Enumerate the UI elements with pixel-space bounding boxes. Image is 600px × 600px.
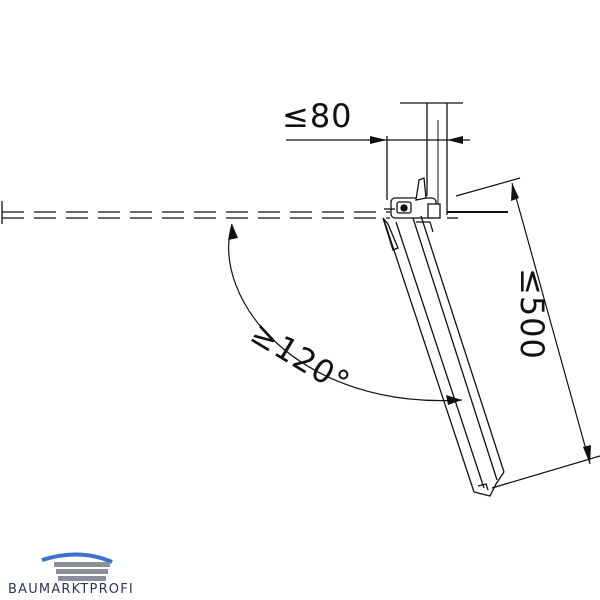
max-height-label: ≤500 bbox=[513, 268, 551, 360]
max-width-label: ≤80 bbox=[282, 97, 353, 135]
hinge-mechanism bbox=[382, 177, 441, 251]
closed-position-line bbox=[1, 201, 390, 224]
cabinet-side-panel bbox=[386, 102, 508, 219]
height-dimension bbox=[455, 177, 591, 465]
brand-logo: BAUMARKTPROFI bbox=[8, 548, 168, 598]
open-door bbox=[383, 215, 600, 497]
logo-graphic bbox=[41, 552, 113, 581]
angle-dimension bbox=[228, 223, 463, 405]
width-dimension bbox=[286, 136, 470, 144]
brand-logo-text: BAUMARKTPROFI bbox=[8, 582, 134, 597]
